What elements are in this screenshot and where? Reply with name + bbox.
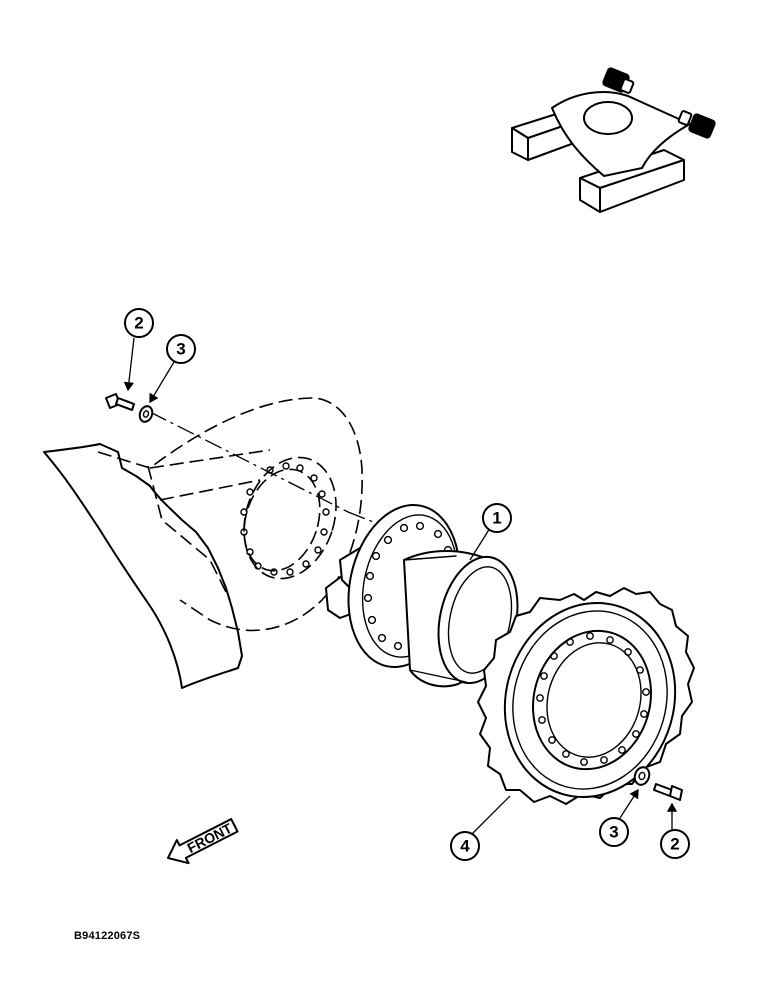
undercarriage-locator-icon — [511, 67, 716, 213]
capscrew-bottom — [653, 783, 683, 801]
svg-text:1: 1 — [492, 509, 501, 528]
travel-motor — [325, 504, 519, 688]
callout-2-bottom: 2 — [660, 802, 690, 859]
svg-text:2: 2 — [134, 314, 143, 333]
highlighted-motor-icon — [602, 67, 635, 94]
front-label: FRONT — [184, 820, 235, 856]
washer-top — [138, 405, 154, 423]
capscrew-top — [105, 393, 135, 411]
drive-sprocket — [477, 587, 695, 805]
track-frame-phantom — [43, 397, 363, 689]
callout-3-bottom: 3 — [599, 788, 639, 847]
svg-text:2: 2 — [670, 835, 679, 854]
svg-text:4: 4 — [460, 837, 470, 856]
callout-2-top: 2 — [123, 308, 154, 392]
svg-text:3: 3 — [609, 823, 618, 842]
top-bolt-centerline — [149, 411, 349, 513]
svg-text:3: 3 — [176, 340, 185, 359]
callout-4: 4 — [450, 795, 511, 861]
callout-1: 1 — [469, 503, 512, 561]
figure-number: B94122067S — [74, 930, 141, 942]
callout-3-top: 3 — [149, 334, 196, 404]
front-direction-arrow: FRONT — [167, 818, 239, 865]
highlighted-motor-icon — [677, 110, 716, 139]
sprocket-bolt-holes — [536, 632, 650, 766]
washer-bottom — [633, 766, 651, 786]
housing-bolt-holes — [240, 462, 330, 576]
